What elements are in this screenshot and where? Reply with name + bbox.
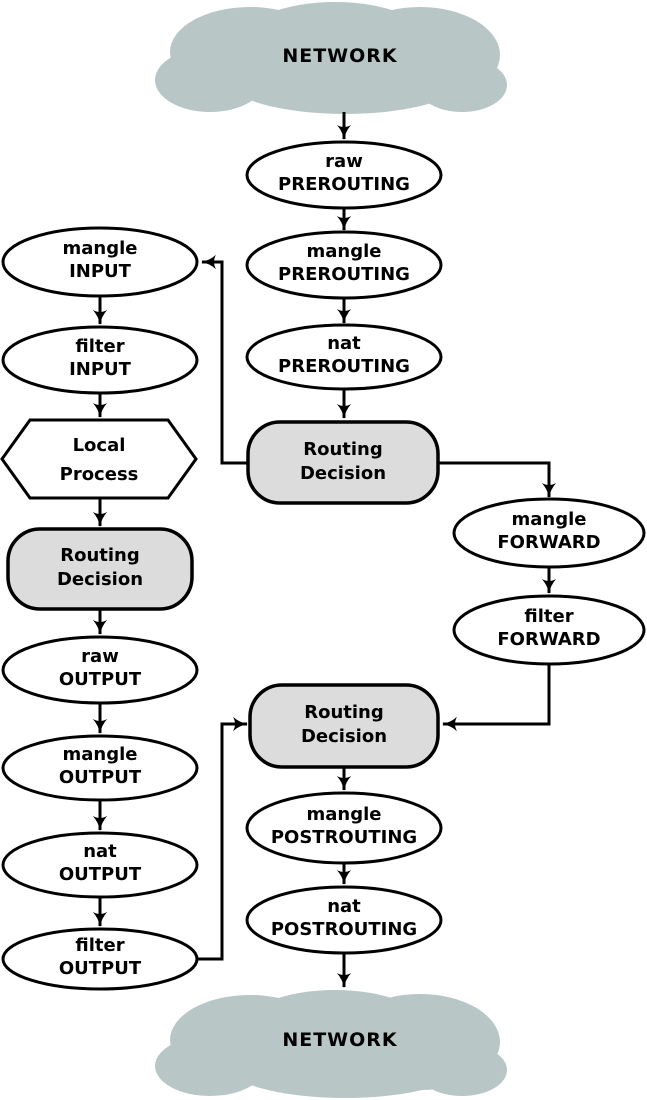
node-label: mangle <box>307 804 382 825</box>
node-local-process: Local Process <box>0 418 198 500</box>
network-cloud-bottom: NETWORK <box>155 990 507 1098</box>
node-routing-decision-mid: Routing Decision <box>246 420 440 505</box>
routing-decision-box <box>248 683 440 769</box>
node-nat-postrouting: nat POSTROUTING <box>245 885 443 955</box>
node-label: OUTPUT <box>59 767 142 788</box>
node-label: INPUT <box>69 261 132 282</box>
network-label-bottom: NETWORK <box>282 1029 398 1051</box>
filter-input-ellipse <box>1 325 199 395</box>
mangle-postrouting-ellipse <box>245 791 443 865</box>
node-mangle-output: mangle OUTPUT <box>1 734 199 802</box>
node-label: mangle <box>63 744 138 765</box>
node-label: filter <box>524 606 573 627</box>
node-filter-input: filter INPUT <box>1 325 199 395</box>
nat-prerouting-ellipse <box>245 323 443 391</box>
network-label-top: NETWORK <box>282 45 398 67</box>
node-label: POSTROUTING <box>271 919 417 940</box>
mangle-forward-ellipse <box>452 497 646 569</box>
node-label: Decision <box>301 726 387 747</box>
routing-decision-box <box>6 527 194 611</box>
node-label: nat <box>327 896 361 917</box>
arrow-filter-forward-to-routing-decision <box>442 664 551 732</box>
cloud-blob <box>225 1030 465 1098</box>
node-mangle-forward: mangle FORWARD <box>452 497 646 569</box>
node-raw-prerouting: raw PREROUTING <box>245 140 443 210</box>
network-cloud-top: NETWORK <box>155 2 507 114</box>
node-label: INPUT <box>69 359 132 380</box>
routing-decision-box <box>246 420 440 505</box>
cloud-blob <box>417 1044 507 1096</box>
node-raw-output: raw OUTPUT <box>1 635 199 705</box>
node-label: raw <box>325 151 363 172</box>
nat-postrouting-ellipse <box>245 885 443 955</box>
node-label: raw <box>81 646 119 667</box>
local-process-hexagon <box>0 418 198 500</box>
arrow-routing-decision-to-mangle-input <box>201 254 248 465</box>
node-label: OUTPUT <box>59 864 142 885</box>
node-label: Decision <box>300 463 386 484</box>
node-label: FORWARD <box>497 532 600 553</box>
node-label: FORWARD <box>497 629 600 650</box>
node-label: nat <box>83 841 117 862</box>
raw-prerouting-ellipse <box>245 140 443 210</box>
node-label: PREROUTING <box>278 356 410 377</box>
node-label: mangle <box>63 238 138 259</box>
node-nat-output: nat OUTPUT <box>1 831 199 899</box>
mangle-input-ellipse <box>1 226 199 298</box>
node-routing-decision-left: Routing Decision <box>6 527 194 611</box>
node-nat-prerouting: nat PREROUTING <box>245 323 443 391</box>
raw-output-ellipse <box>1 635 199 705</box>
mangle-prerouting-ellipse <box>245 230 443 300</box>
node-label: OUTPUT <box>59 669 142 690</box>
filter-forward-ellipse <box>452 594 646 666</box>
node-label: OUTPUT <box>59 958 142 979</box>
node-label: filter <box>75 935 124 956</box>
cloud-blob <box>417 58 507 112</box>
node-label: filter <box>75 336 124 357</box>
node-label: nat <box>327 333 361 354</box>
filter-output-ellipse <box>1 927 199 991</box>
arrow-routing-decision-to-mangle-forward <box>438 461 557 498</box>
node-filter-output: filter OUTPUT <box>1 927 199 991</box>
node-label: POSTROUTING <box>271 827 417 848</box>
node-label: PREROUTING <box>278 174 410 195</box>
node-label: Process <box>60 464 139 485</box>
cloud-blob <box>225 42 465 114</box>
node-label: Routing <box>304 702 384 723</box>
arrow-filter-output-to-routing-decision <box>196 716 248 961</box>
node-label: mangle <box>307 241 382 262</box>
node-label: Local <box>73 435 126 456</box>
node-mangle-input: mangle INPUT <box>1 226 199 298</box>
mangle-output-ellipse <box>1 734 199 802</box>
node-label: PREROUTING <box>278 264 410 285</box>
node-label: Routing <box>303 439 383 460</box>
node-label: Routing <box>60 545 140 566</box>
node-mangle-prerouting: mangle PREROUTING <box>245 230 443 300</box>
node-label: Decision <box>57 569 143 590</box>
node-label: mangle <box>512 509 587 530</box>
node-filter-forward: filter FORWARD <box>452 594 646 666</box>
node-mangle-postrouting: mangle POSTROUTING <box>245 791 443 865</box>
nat-output-ellipse <box>1 831 199 899</box>
node-routing-decision-bottom: Routing Decision <box>248 683 440 769</box>
